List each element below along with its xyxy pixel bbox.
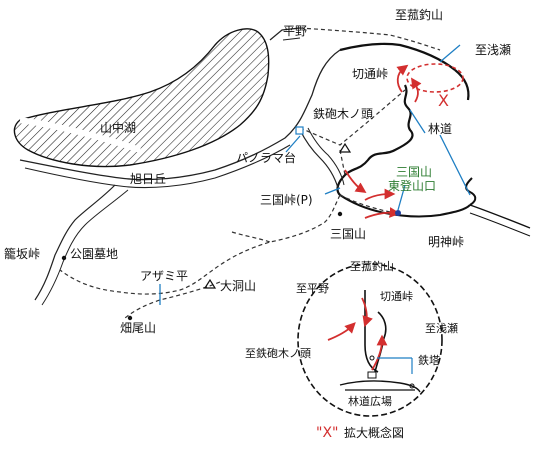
point-higashi-tozanguchi — [395, 210, 401, 216]
label-mikuniyama-higashi-2: 東登山口 — [388, 178, 436, 193]
label-hatao-yama: 畑尾山 — [120, 321, 156, 335]
peak-oboramyama — [203, 278, 217, 289]
label-asahigaoka: 旭日丘 — [130, 172, 166, 186]
enlarged-area-circle — [406, 63, 464, 93]
label-kiritoshi-toge: 切通峠 — [352, 66, 388, 81]
inset-label-kiritoshi-toge: 切通峠 — [380, 289, 413, 303]
main-road — [19, 49, 341, 181]
label-koen-bochi: 公園墓地 — [70, 247, 118, 261]
label-mikuni-toge-p: 三国峠(P) — [260, 192, 313, 207]
label-hirano: 平野 — [283, 24, 307, 38]
label-rindo: 林道 — [428, 122, 452, 136]
inset-label-tetto: 鉄塔 — [418, 353, 440, 367]
ridge-line — [339, 42, 456, 71]
label-mikuniyama-higashi-1: 三国山 — [396, 165, 432, 179]
label-teppokinoatama: 鉄砲木ノ頭 — [313, 106, 373, 121]
legend-mark: "X" — [316, 425, 338, 441]
panorama-parking — [295, 126, 304, 135]
road-panorama — [299, 129, 339, 189]
label-oboramyama: 大洞山 — [220, 279, 256, 293]
label-panorama-dai: パノラマ台 — [236, 150, 296, 165]
point-mikuniyama — [337, 211, 343, 217]
inset-label-to-hirano: 至平野 — [296, 282, 329, 295]
inset-label-to-teppokinoatama: 至鉄砲木ノ頭 — [245, 346, 311, 360]
label-to-asase: 至浅瀬 — [475, 43, 511, 57]
lake-yamanakako — [13, 28, 270, 168]
inset-label-to-asase: 至浅瀬 — [425, 321, 458, 335]
point-hatao — [127, 315, 133, 321]
label-yamanakako: 山中湖 — [100, 120, 136, 135]
road-hirano — [269, 27, 301, 41]
road-kagosaka — [34, 184, 116, 301]
peak-teppokinoatama — [338, 142, 352, 153]
route-arrows — [344, 64, 422, 219]
inset-label-rindo-hiroba: 林道広場 — [348, 394, 392, 408]
inset-diagram — [297, 263, 443, 417]
legend-text: 拡大概念図 — [344, 425, 404, 440]
inset-label-to-kagotsurusan: 至菰釣山 — [350, 259, 394, 273]
enlarged-area-mark: X — [438, 91, 449, 110]
label-azamidaira: アザミ平 — [140, 269, 188, 283]
hiking-trails — [59, 27, 441, 319]
label-myojin-toge: 明神峠 — [428, 234, 464, 249]
label-to-kagotsurusan: 至菰釣山 — [395, 7, 443, 22]
label-mikuniyama: 三国山 — [330, 227, 366, 241]
point-koen-bochi — [61, 255, 67, 261]
leader-lines — [159, 44, 471, 305]
label-kagosaka-toge: 籠坂峠 — [4, 246, 40, 261]
rindo-road — [336, 84, 414, 196]
